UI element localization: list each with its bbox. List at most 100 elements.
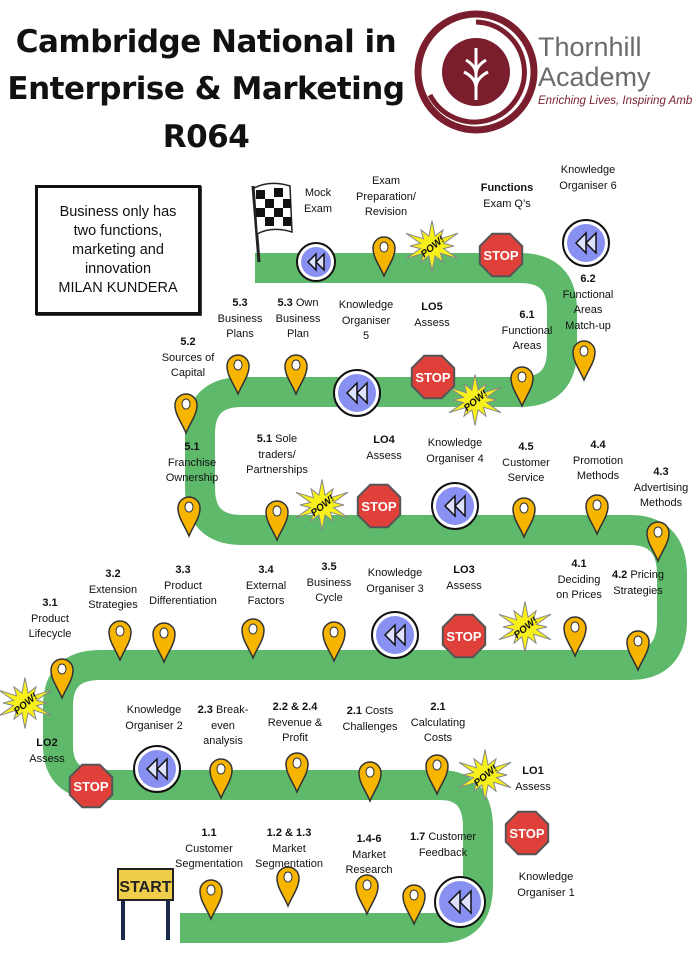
- stop-label-line: 1.4-6: [345, 832, 392, 848]
- pow-burst-icon: POW!: [498, 601, 552, 653]
- stop-number: 4.1: [571, 558, 587, 570]
- location-pin-icon: [284, 354, 308, 397]
- rewind-icon: [434, 876, 486, 928]
- location-pin-icon: [177, 496, 201, 539]
- logo-name-line-2: Academy: [538, 62, 651, 92]
- stop-label-line: 6.2: [563, 272, 614, 288]
- stop-label-line: LO1: [515, 764, 550, 780]
- location-pin-icon: [199, 879, 223, 922]
- road-path: [43, 253, 687, 943]
- rewind-icon: [296, 242, 336, 282]
- stop-label-line: Organiser 2: [125, 719, 183, 732]
- stop-label-line: Knowledge: [518, 871, 574, 883]
- location-pin-icon: [358, 761, 382, 804]
- stop-sign-text: STOP: [73, 779, 108, 794]
- stop-number: 4.3: [653, 466, 669, 478]
- stop-sign-text: STOP: [415, 370, 450, 385]
- stop-label-line: 4.1: [556, 557, 602, 573]
- stop-sign-icon: STOP: [441, 613, 487, 659]
- stop-number: LO4: [373, 434, 395, 446]
- stop-label-line: 3.4: [246, 563, 286, 579]
- stop-label-line: Customer: [185, 842, 233, 855]
- rewind-icon: [133, 745, 181, 793]
- quote-line: innovation: [84, 260, 152, 277]
- stop-label-line: Calculating: [410, 716, 466, 729]
- stop-label-line: Organiser 3: [366, 582, 424, 595]
- stop-number: 3.1: [42, 597, 58, 609]
- stop-label-line: Assess: [414, 316, 450, 329]
- stop-label-line: Extension: [88, 583, 138, 596]
- stop-label-line: 4.2 Pricing: [612, 568, 664, 584]
- logo-name-line-1: Thornhill: [538, 32, 642, 62]
- stop-label-line: Knowledge: [367, 567, 423, 579]
- stop-number: 1.4-6: [356, 833, 382, 845]
- stop-label-line: 5.1 Sole: [246, 432, 308, 448]
- quote-line: marketing and: [72, 241, 164, 258]
- location-pin-icon: [226, 354, 250, 397]
- stop-label-line: Preparation/: [356, 190, 416, 203]
- stop-label-line: Sources of: [161, 351, 215, 364]
- location-pin-icon: [322, 621, 346, 664]
- stop-label-line: Assess: [515, 780, 551, 793]
- stop-label-line: 1.2 & 1.3: [255, 826, 323, 842]
- stop-label-line: Methods: [576, 470, 620, 482]
- stop-label-line: Strategies: [613, 584, 663, 597]
- stop-label-line: Organiser: [341, 314, 391, 327]
- stop-label-line: 2.3 Break-: [198, 703, 249, 719]
- stop-label-line: Exam: [371, 175, 401, 187]
- stop-label-text: Pricing: [627, 569, 664, 581]
- stop-label-line: Mock: [304, 187, 332, 199]
- stop-number: 3.2: [105, 568, 121, 580]
- stop-label-line: Costs: [423, 732, 453, 744]
- stop-label-line: Product: [164, 579, 202, 592]
- stop-label-line: Differentiation: [149, 595, 217, 607]
- location-pin-icon: [646, 521, 670, 564]
- stop-number: 4.5: [518, 441, 534, 453]
- stop-label-line: Functional: [562, 288, 614, 301]
- stop-number: LO1: [522, 765, 544, 777]
- stop-label-line: Functional: [501, 324, 553, 337]
- stop-label-line: Revenue &: [267, 716, 323, 729]
- stop-number: LO3: [453, 564, 475, 576]
- stop-label-line: Exam Q’s: [483, 197, 531, 210]
- rewind-icon: [333, 369, 381, 417]
- stop-label-line: External: [245, 579, 287, 592]
- stop-number: 1.2 & 1.3: [266, 827, 312, 839]
- stop-label-text: Sole: [272, 433, 298, 445]
- stop-label-line: Product: [31, 612, 69, 625]
- stop-number: 2.2 & 2.4: [272, 701, 318, 713]
- stop-label-line: Match-up: [565, 319, 611, 332]
- stop-label-line: on Prices: [556, 589, 602, 601]
- stop-sign-icon: STOP: [504, 810, 550, 856]
- location-pin-icon: [276, 866, 300, 909]
- stop-number: 5.1: [184, 441, 200, 453]
- stop-label-line: 2.1 Costs: [342, 704, 397, 720]
- rewind-icon: [371, 611, 419, 659]
- stop-label-line: LO2: [29, 736, 64, 752]
- stop-label-line: 6.1: [502, 308, 553, 324]
- stop-label-line: Market: [272, 842, 306, 855]
- stop-label-line: Exam: [303, 202, 333, 215]
- stop-label-line: 3.1: [29, 596, 72, 612]
- location-pin-icon: [585, 494, 609, 537]
- location-pin-icon: [355, 874, 379, 917]
